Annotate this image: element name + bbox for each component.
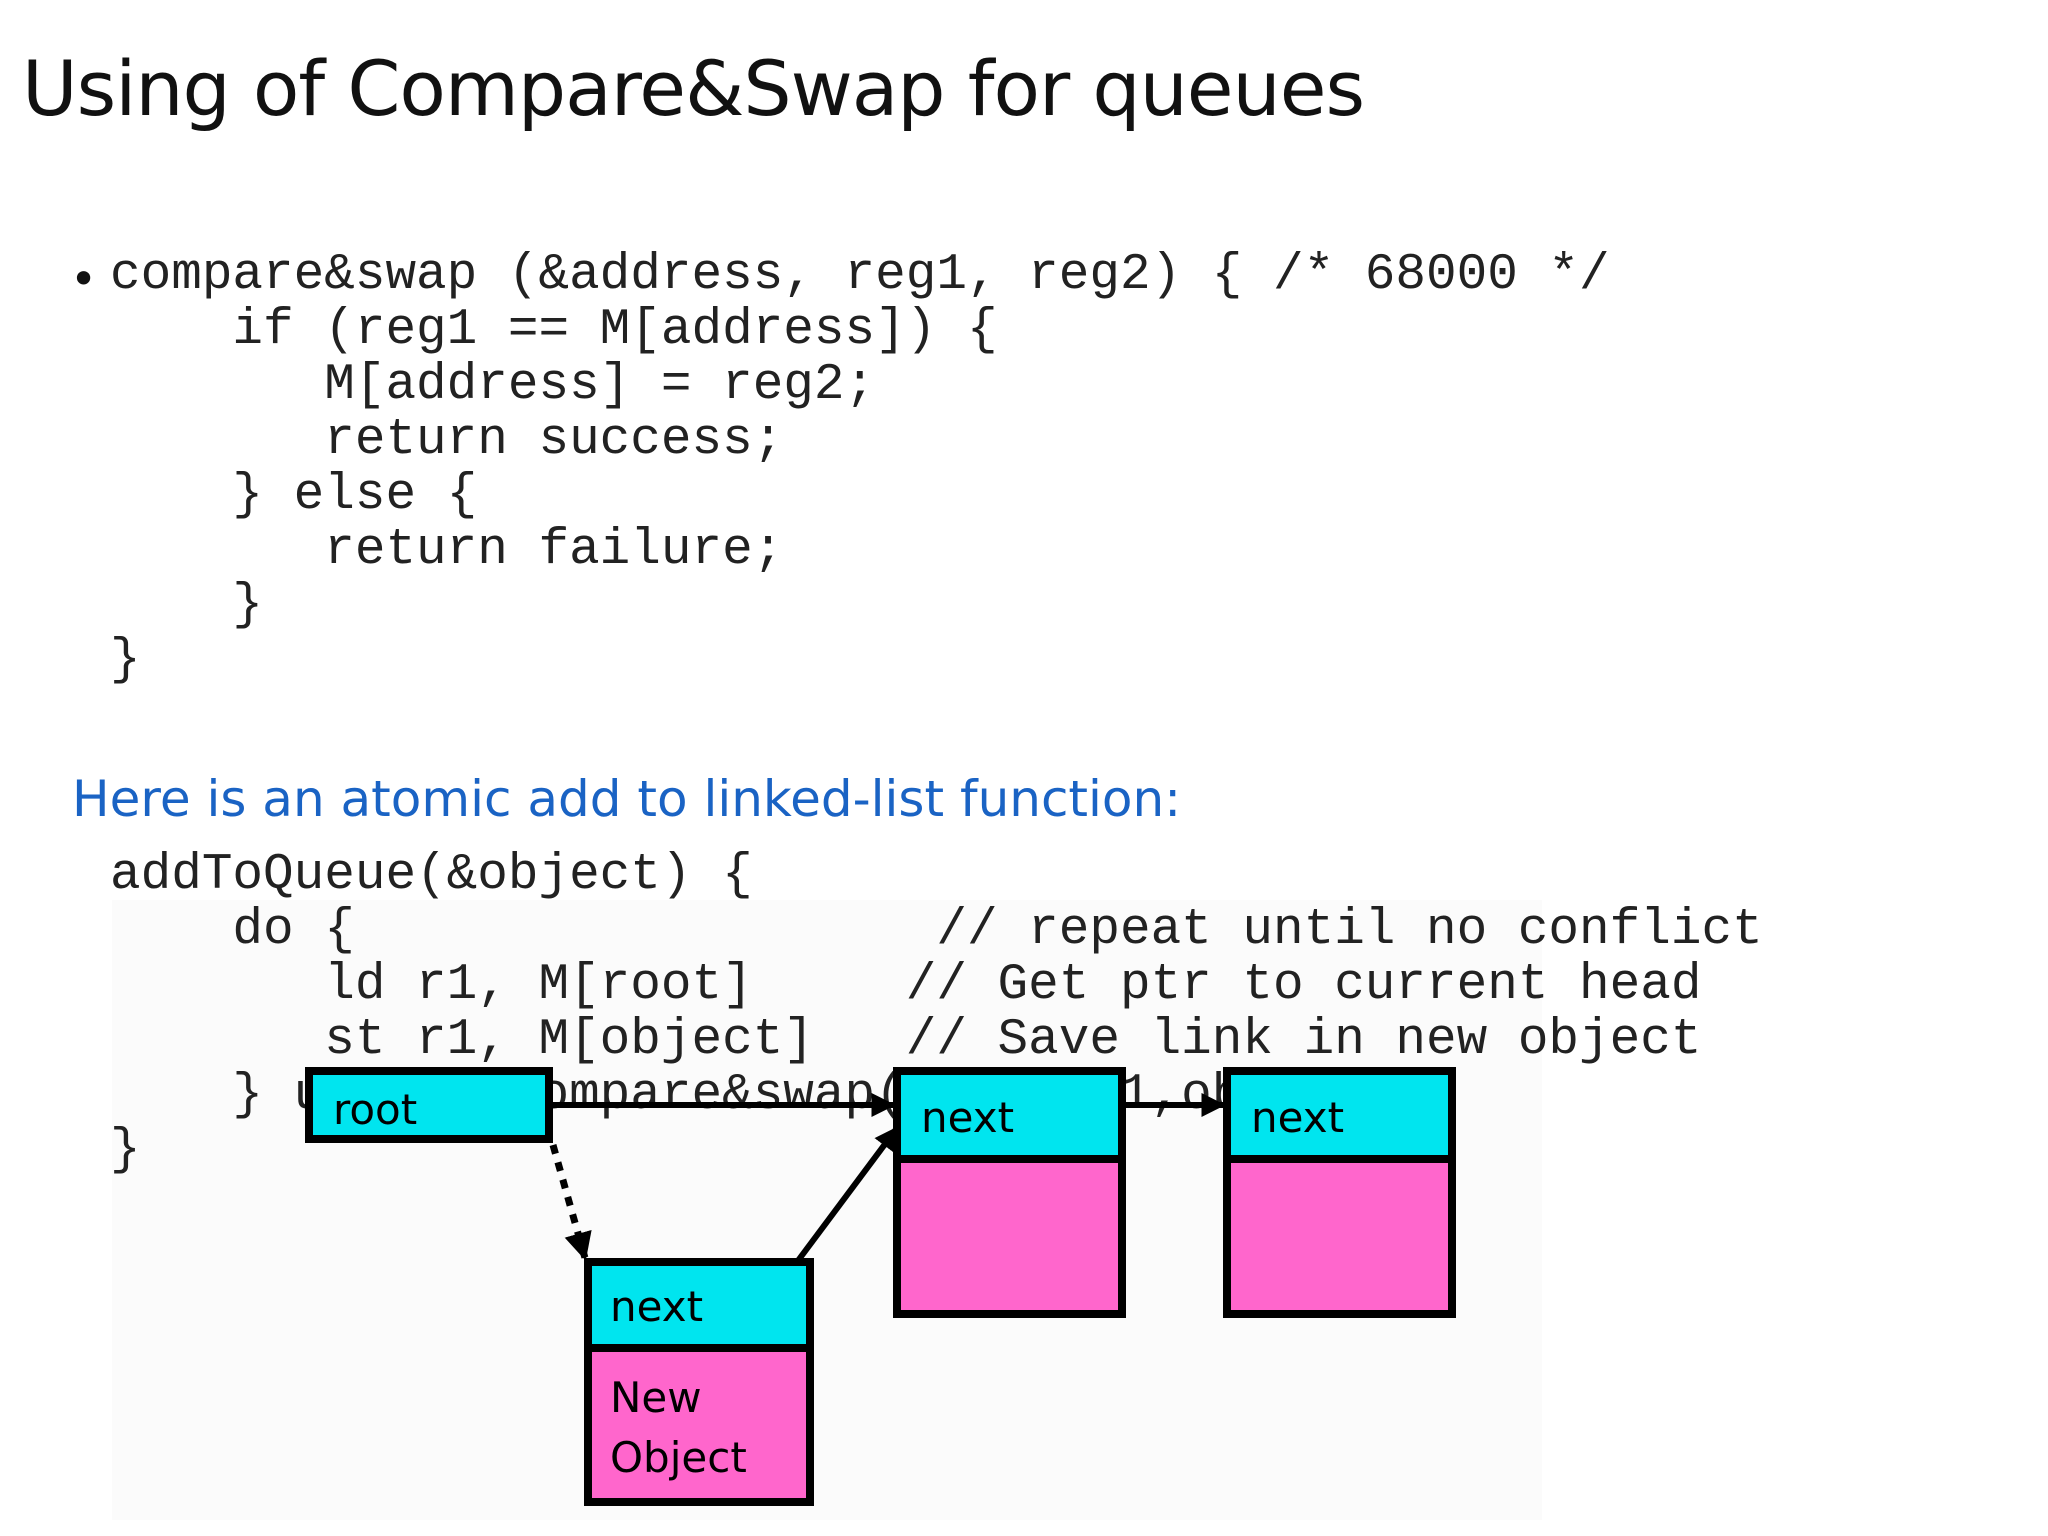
node2-next-label: next xyxy=(1251,1093,1345,1142)
node2-body xyxy=(1223,1155,1456,1318)
node1-next-field xyxy=(893,1067,1126,1163)
new-object-next-label: next xyxy=(610,1282,704,1331)
node1-next-label: next xyxy=(921,1093,1015,1142)
add-to-queue-code: addToQueue(&object) { do { // repeat unt… xyxy=(110,847,1763,1179)
root-label: root xyxy=(333,1085,418,1134)
bullet-icon: • xyxy=(70,252,98,306)
new-object-next-field xyxy=(584,1258,814,1352)
root-box xyxy=(305,1067,553,1143)
node1-body xyxy=(893,1155,1126,1318)
compare-and-swap-code: compare&swap (&address, reg1, reg2) { /*… xyxy=(110,247,1610,689)
new-object-to-node1-arrow xyxy=(794,1126,900,1264)
slide-title: Using of Compare&Swap for queues xyxy=(22,44,1365,133)
new-object-label: New Object xyxy=(610,1373,747,1482)
new-object-body xyxy=(584,1344,814,1506)
root-to-new-object-dashed-arrow xyxy=(549,1144,592,1261)
linked-list-subtitle: Here is an atomic add to linked-list fun… xyxy=(72,770,1182,828)
